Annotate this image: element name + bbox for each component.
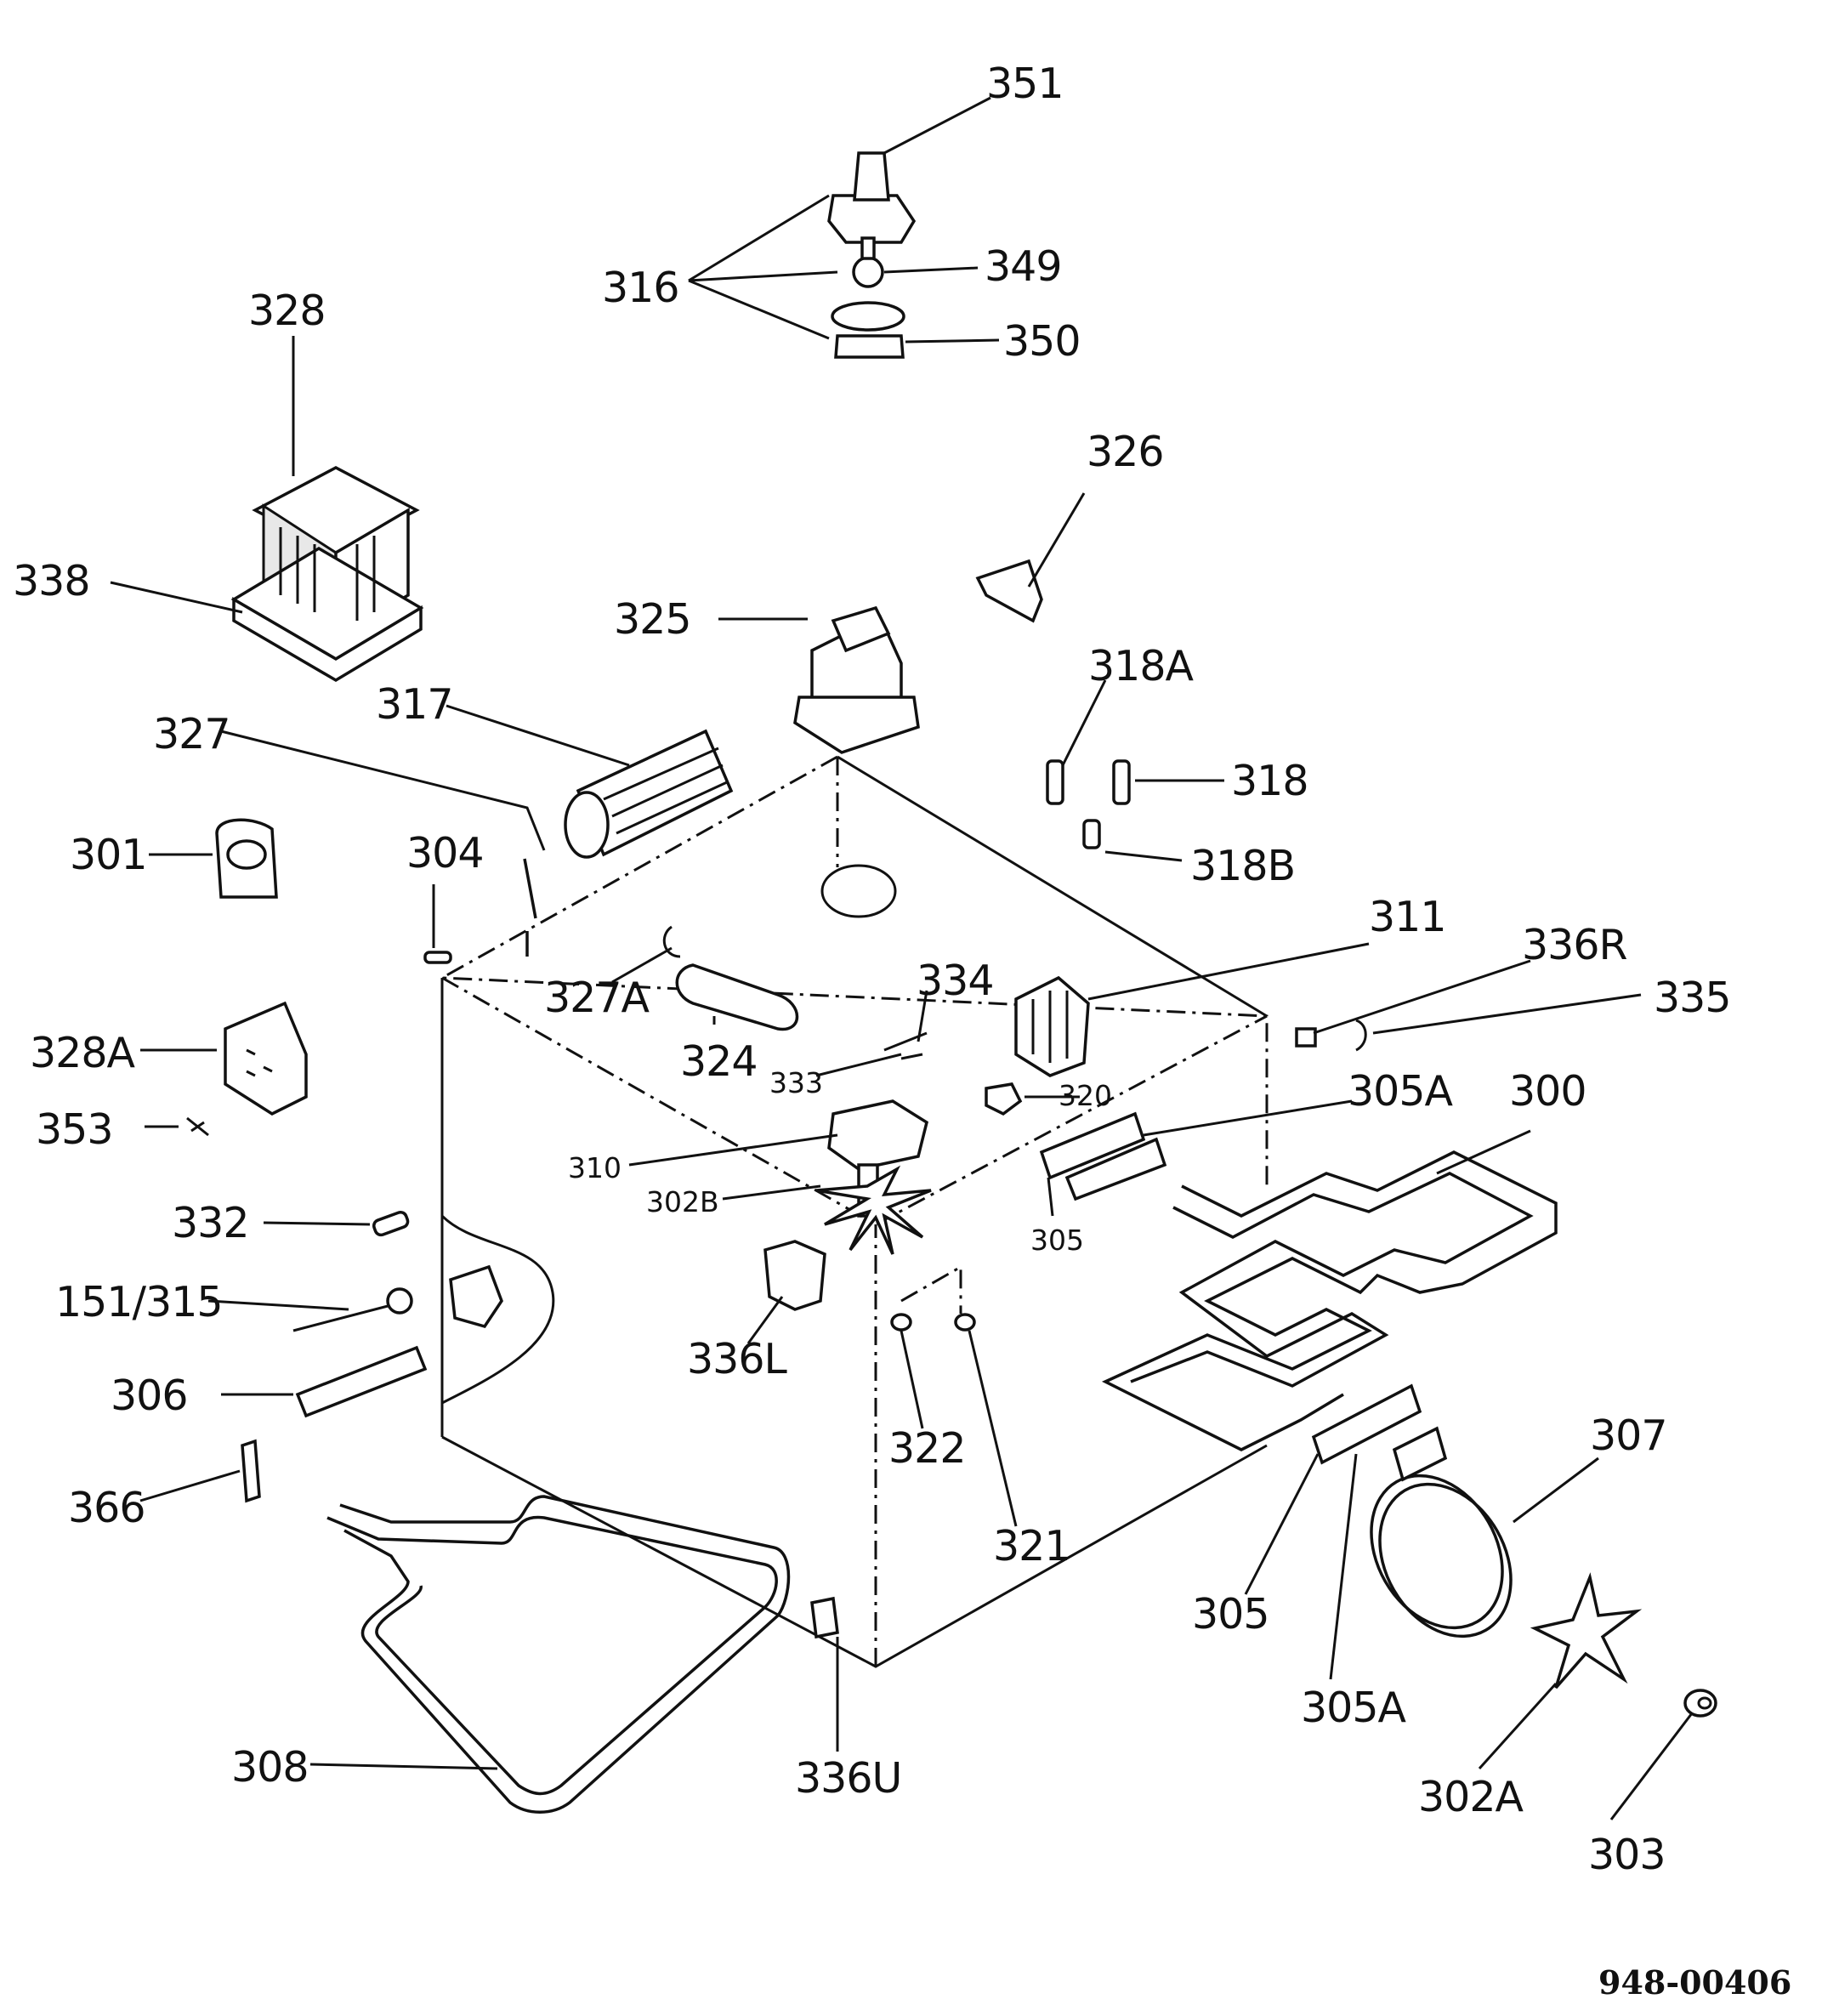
part-336L — [763, 1240, 826, 1311]
fan-blade-302A — [1530, 1572, 1643, 1689]
label-327A: 327A — [544, 974, 650, 1022]
label-318B: 318B — [1190, 842, 1295, 890]
part-332 — [372, 1210, 410, 1237]
label-327: 327 — [153, 710, 230, 758]
label-334: 334 — [917, 957, 994, 1005]
label-307: 307 — [1590, 1411, 1667, 1460]
washers — [890, 1264, 976, 1332]
knob-assembly — [827, 151, 917, 359]
label-328: 328 — [248, 287, 326, 335]
label-310: 310 — [568, 1151, 622, 1184]
circular-element — [1370, 1426, 1513, 1638]
label-328A: 328A — [30, 1029, 136, 1077]
leader-lines — [110, 96, 1694, 1820]
label-322: 322 — [888, 1424, 966, 1473]
tangential-fan — [564, 729, 734, 859]
label-318: 318 — [1231, 757, 1308, 805]
label-336L: 336L — [687, 1335, 788, 1383]
part-304 — [423, 951, 452, 964]
part-327 — [523, 858, 537, 957]
label-306: 306 — [111, 1371, 188, 1420]
label-308: 308 — [231, 1743, 309, 1792]
label-326: 326 — [1087, 428, 1164, 476]
bracket-326 — [975, 559, 1043, 623]
label-304: 304 — [406, 829, 484, 877]
label-302A: 302A — [1418, 1773, 1524, 1821]
label-317: 317 — [376, 680, 453, 729]
part-301 — [215, 818, 278, 899]
label-324: 324 — [680, 1037, 758, 1086]
grill-element — [1101, 1150, 1558, 1451]
transformer — [230, 466, 424, 683]
label-305-top: 305 — [1030, 1224, 1084, 1257]
label-335: 335 — [1654, 974, 1731, 1022]
label-320: 320 — [1059, 1079, 1112, 1112]
label-302B: 302B — [646, 1185, 719, 1218]
label-336R: 336R — [1522, 921, 1627, 969]
part-labels: 351 316 349 350 328 338 326 325 318A 317… — [13, 60, 1732, 1879]
relay-311 — [1014, 975, 1090, 1077]
label-318A: 318A — [1088, 642, 1195, 690]
label-325: 325 — [614, 595, 691, 644]
label-350: 350 — [1003, 317, 1081, 366]
part-366 — [241, 1439, 261, 1503]
lamp-bulb — [662, 925, 799, 1031]
label-321: 321 — [993, 1522, 1070, 1570]
label-351: 351 — [986, 60, 1064, 108]
label-305-bottom: 305 — [1192, 1590, 1269, 1638]
label-316: 316 — [602, 264, 679, 312]
label-366: 366 — [68, 1484, 145, 1532]
terminal-strip-306 — [295, 1345, 428, 1418]
part-333-334 — [883, 1031, 928, 1060]
nut-303 — [1683, 1689, 1717, 1718]
thermostats — [1046, 759, 1131, 849]
label-151-315: 151/315 — [55, 1278, 223, 1326]
part-336R-335 — [1295, 1019, 1367, 1052]
label-338: 338 — [13, 557, 90, 605]
lamp-housing — [793, 605, 920, 754]
label-303: 303 — [1588, 1831, 1666, 1879]
label-349: 349 — [985, 242, 1062, 291]
label-305A-top: 305A — [1348, 1067, 1454, 1116]
fan-motor — [815, 1099, 932, 1255]
part-353 — [186, 1116, 209, 1137]
switch-328A — [224, 1001, 308, 1116]
label-353: 353 — [36, 1105, 113, 1154]
label-333: 333 — [769, 1066, 823, 1099]
label-332: 332 — [172, 1199, 249, 1247]
label-305A-bottom: 305A — [1301, 1684, 1407, 1732]
bottom-element — [326, 1495, 791, 1814]
part-320 — [985, 1082, 1023, 1116]
part-336U — [810, 1596, 839, 1639]
terminal-block-bottom — [1311, 1383, 1422, 1465]
label-336U: 336U — [795, 1754, 901, 1803]
label-311: 311 — [1369, 893, 1446, 941]
oven-cavity — [437, 755, 1269, 1668]
sensor-151-315 — [292, 1264, 503, 1332]
label-301: 301 — [70, 831, 147, 879]
document-number: 948-00406 — [1598, 1963, 1791, 2002]
terminal-block-top — [1039, 1111, 1167, 1201]
label-300: 300 — [1509, 1067, 1586, 1116]
